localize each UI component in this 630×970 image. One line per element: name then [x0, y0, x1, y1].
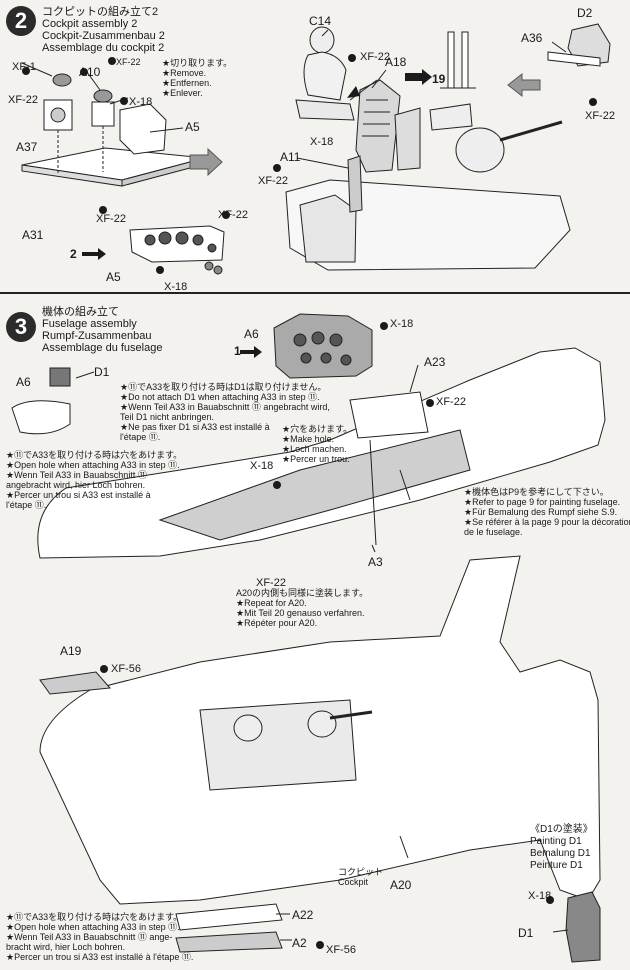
label-xf22-b-3: XF-22 [256, 577, 286, 589]
label-two: 2 [70, 247, 77, 261]
label-a2: A2 [292, 936, 307, 950]
note-d1-painting: 《D1の塗装》 Painting D1 Bemalung D1 Peinture… [530, 824, 593, 871]
cockpit-assembly-drawing [273, 23, 611, 271]
label-x18-c-3: X-18 [528, 890, 552, 902]
note-paint-fuselage: ★機体色はP9を参考にして下さい。 ★Refer to page 9 for p… [464, 487, 630, 537]
label-a18: A18 [385, 55, 407, 69]
note-hole-left: ★⑪でA33を取り付ける時は穴をあけます。 ★Open hole when at… [6, 450, 183, 510]
label-xf22-g: XF-22 [585, 110, 615, 122]
label-a23: A23 [424, 355, 446, 369]
label-a20: A20 [390, 878, 412, 892]
label-xf22-e: XF-22 [360, 51, 390, 63]
label-a22: A22 [292, 908, 314, 922]
label-xf56-a: XF-56 [111, 663, 141, 675]
cockpit-floor-drawing [21, 57, 230, 275]
step-3-title: 機体の組み立て Fuselage assembly Rumpf-Zusammen… [42, 306, 163, 354]
step-3-number: 3 [6, 312, 36, 342]
label-xf1: XF-1 [12, 61, 36, 73]
label-x18-c: X-18 [310, 136, 334, 148]
label-a3: A3 [368, 555, 383, 569]
step-2-number: 2 [6, 6, 36, 36]
step-2-title: コクピットの組み立て2 Cockpit assembly 2 Cockpit-Z… [42, 6, 165, 54]
label-a11: A11 [280, 150, 301, 164]
paint-xf22-a: XF-22 [116, 57, 141, 67]
label-c14: C14 [309, 14, 332, 28]
label-d2: D2 [577, 6, 593, 20]
label-d1: D1 [94, 365, 110, 379]
label-a36: A36 [521, 31, 543, 45]
label-a37: A37 [16, 140, 38, 154]
note-hole-bottom: ★⑪でA33を取り付ける時は穴をあけます。 ★Open hole when at… [6, 912, 194, 962]
note-repeat-a20: A20の内側も同様に塗装します。 ★Repeat for A20. ★Mit T… [236, 588, 369, 628]
label-cockpit: コクピット Cockpit [338, 867, 384, 887]
label-a5-a: A5 [185, 120, 200, 134]
label-xf22-c: XF-22 [96, 213, 126, 225]
note-d1: ★⑪でA33を取り付ける時はD1は取り付けません。 ★Do not attach… [120, 382, 330, 442]
label-x18-b: X-18 [164, 281, 188, 293]
label-xf56-b: XF-56 [326, 944, 356, 956]
label-a6-a: A6 [244, 327, 259, 341]
label-x18-a-3: X-18 [390, 318, 414, 330]
label-x18-b-3: X-18 [250, 460, 274, 472]
label-a31: A31 [22, 228, 44, 242]
label-xf22-a-3: XF-22 [436, 396, 466, 408]
step-divider [0, 292, 630, 294]
label-19: 19 [432, 72, 446, 86]
label-xf22-d: XF-22 [218, 209, 248, 221]
label-a5-b: A5 [106, 270, 121, 284]
label-x18-a: X-18 [129, 96, 153, 108]
label-d1-b: D1 [518, 926, 534, 940]
label-one: 1 [234, 344, 241, 358]
note-make-hole: ★穴をあけます。 ★Make hole. ★Loch machen. ★Perc… [282, 424, 353, 464]
label-a6-b: A6 [16, 375, 31, 389]
label-xf22-f: XF-22 [258, 175, 288, 187]
label-a19: A19 [60, 644, 82, 658]
label-a10: A10 [79, 65, 101, 79]
label-xf22-b: XF-22 [8, 94, 38, 106]
remove-note: ★切り取ります。 ★Remove. ★Entfernen. ★Enlever. [162, 58, 233, 98]
